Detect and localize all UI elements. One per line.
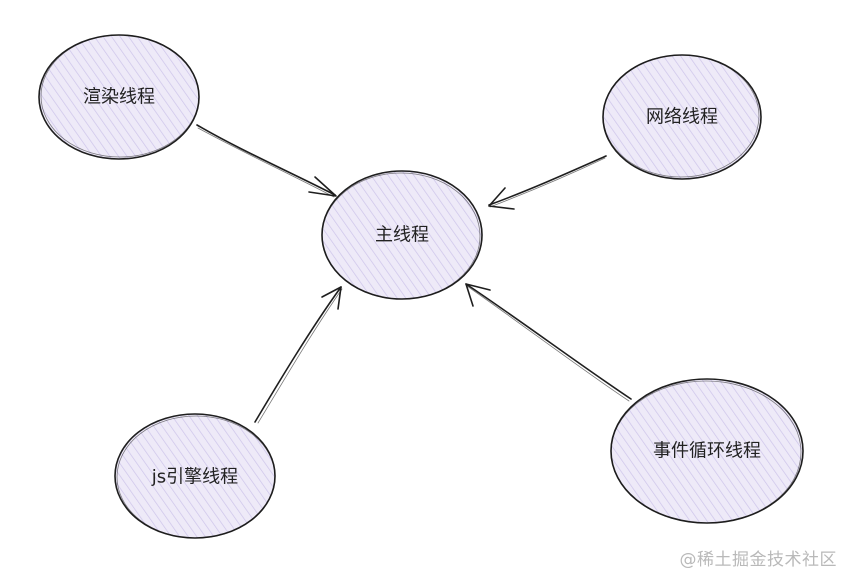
watermark: @稀土掘金技术社区	[679, 550, 837, 570]
node-render-thread: 渲染线程	[38, 34, 200, 160]
js-engine-thread-label: js引擎线程	[151, 467, 238, 488]
event-loop-thread-label: 事件循环线程	[653, 441, 761, 462]
network-thread-label: 网络线程	[646, 107, 718, 128]
edges-group	[196, 124, 632, 424]
node-js-engine-thread: js引擎线程	[114, 413, 276, 539]
arrow-network-to-main	[488, 155, 607, 210]
node-main-thread: 主线程	[321, 170, 483, 300]
arrow-event-loop-to-main	[465, 283, 632, 402]
arrow-js-engine-to-main	[254, 286, 343, 424]
node-event-loop-thread: 事件循环线程	[610, 378, 804, 524]
arrow-render-to-main	[196, 124, 337, 198]
node-network-thread: 网络线程	[602, 54, 762, 180]
main-thread-label: 主线程	[375, 225, 429, 246]
render-thread-label: 渲染线程	[83, 87, 155, 108]
